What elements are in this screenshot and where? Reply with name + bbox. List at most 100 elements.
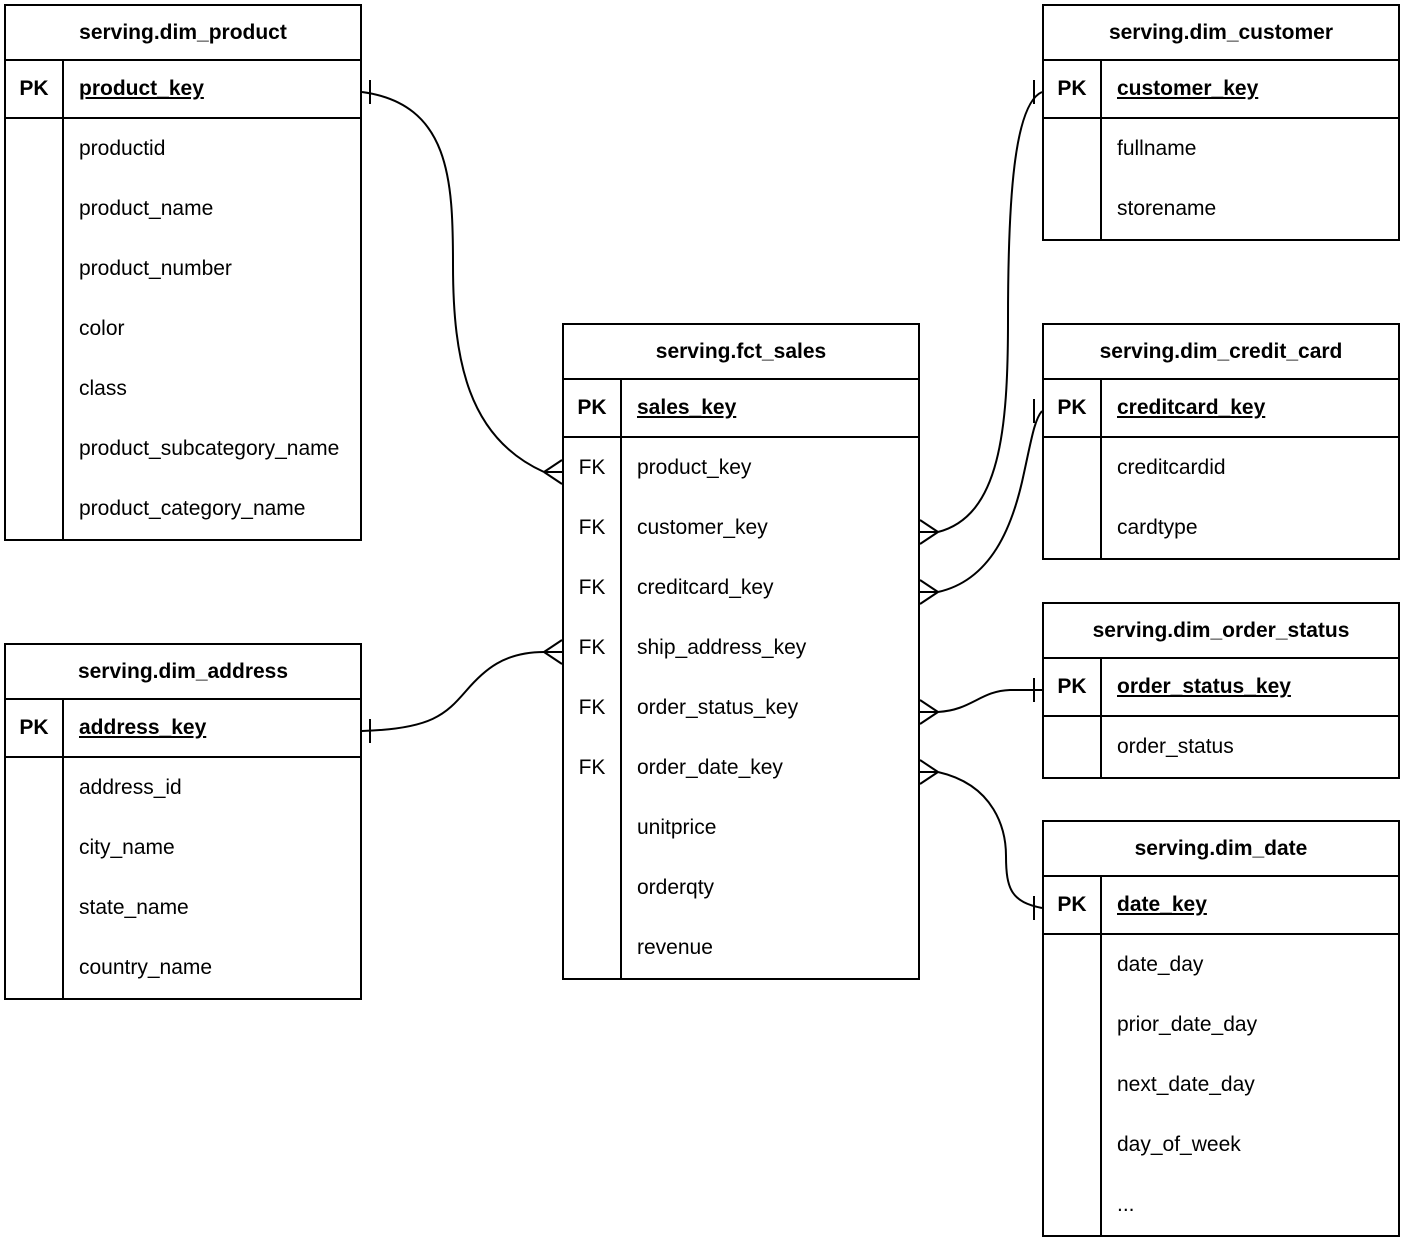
crow-foot-many-marker bbox=[919, 579, 939, 605]
table-title: serving.fct_sales bbox=[564, 325, 918, 380]
table-row: creditcardid bbox=[1044, 438, 1398, 498]
table-row: fullname bbox=[1044, 119, 1398, 179]
pk-field-name: date_key bbox=[1117, 892, 1207, 916]
field-name: city_name bbox=[79, 835, 175, 859]
key-label: FK bbox=[564, 678, 622, 738]
entity-table-dim-product: serving.dim_product PK product_key produ… bbox=[4, 4, 362, 541]
table-row: revenue bbox=[564, 918, 918, 978]
table-row: orderqty bbox=[564, 858, 918, 918]
relationship-line bbox=[937, 91, 1043, 533]
key-label bbox=[1044, 1175, 1102, 1235]
key-label bbox=[6, 878, 64, 938]
key-label bbox=[6, 419, 64, 479]
relationship-line bbox=[937, 771, 1043, 909]
relationship-line bbox=[361, 651, 545, 732]
field-name: product_key bbox=[637, 455, 752, 479]
pk-row: PK product_key bbox=[6, 61, 360, 119]
crow-foot-many-marker bbox=[543, 639, 563, 665]
pk-field-name: customer_key bbox=[1117, 76, 1259, 100]
field-name: prior_date_day bbox=[1117, 1012, 1258, 1036]
pk-label: PK bbox=[564, 380, 622, 436]
table-row: storename bbox=[1044, 179, 1398, 239]
table-row: unitprice bbox=[564, 798, 918, 858]
field-name: revenue bbox=[637, 935, 713, 959]
crow-foot-many-marker bbox=[919, 519, 939, 545]
pk-label: PK bbox=[6, 61, 64, 117]
table-row: date_day bbox=[1044, 935, 1398, 995]
field-list: date_day prior_date_day next_date_day da… bbox=[1044, 935, 1398, 1235]
pk-field-name: sales_key bbox=[637, 395, 737, 419]
field-name: product_name bbox=[79, 196, 214, 220]
key-label bbox=[6, 359, 64, 419]
key-label bbox=[1044, 119, 1102, 179]
key-label bbox=[1044, 1115, 1102, 1175]
table-row: state_name bbox=[6, 878, 360, 938]
field-list: FK product_key FK customer_key FK credit… bbox=[564, 438, 918, 978]
key-label bbox=[6, 299, 64, 359]
table-title: serving.dim_address bbox=[6, 645, 360, 700]
field-name: customer_key bbox=[637, 515, 768, 539]
table-title: serving.dim_product bbox=[6, 6, 360, 61]
table-title: serving.dim_customer bbox=[1044, 6, 1398, 61]
table-row: city_name bbox=[6, 818, 360, 878]
key-label bbox=[6, 479, 64, 539]
table-row: product_subcategory_name bbox=[6, 419, 360, 479]
table-row: day_of_week bbox=[1044, 1115, 1398, 1175]
pk-label: PK bbox=[6, 700, 64, 756]
key-label bbox=[564, 798, 622, 858]
field-name: day_of_week bbox=[1117, 1132, 1241, 1156]
key-label: FK bbox=[564, 738, 622, 798]
field-name: product_subcategory_name bbox=[79, 436, 340, 460]
table-row: FK order_date_key bbox=[564, 738, 918, 798]
field-name: product_category_name bbox=[79, 496, 306, 520]
table-title: serving.dim_order_status bbox=[1044, 604, 1398, 659]
field-name: storename bbox=[1117, 196, 1217, 220]
field-name: order_status bbox=[1117, 734, 1234, 758]
table-row: ... bbox=[1044, 1175, 1398, 1235]
key-label bbox=[1044, 717, 1102, 777]
field-name: cardtype bbox=[1117, 515, 1198, 539]
table-row: product_name bbox=[6, 179, 360, 239]
field-list: address_id city_name state_name country_… bbox=[6, 758, 360, 998]
table-row: country_name bbox=[6, 938, 360, 998]
table-row: next_date_day bbox=[1044, 1055, 1398, 1115]
field-name: state_name bbox=[79, 895, 189, 919]
field-name: productid bbox=[79, 136, 166, 160]
table-row: class bbox=[6, 359, 360, 419]
pk-row: PK sales_key bbox=[564, 380, 918, 438]
field-name: class bbox=[79, 376, 127, 400]
field-name: ship_address_key bbox=[637, 635, 807, 659]
key-label bbox=[1044, 438, 1102, 498]
field-name: color bbox=[79, 316, 125, 340]
table-row: FK product_key bbox=[564, 438, 918, 498]
field-name: next_date_day bbox=[1117, 1072, 1255, 1096]
key-label bbox=[6, 119, 64, 179]
crow-foot-many-marker bbox=[919, 759, 939, 785]
pk-row: PK customer_key bbox=[1044, 61, 1398, 119]
key-label: FK bbox=[564, 618, 622, 678]
table-row: FK customer_key bbox=[564, 498, 918, 558]
field-name: order_date_key bbox=[637, 755, 783, 779]
pk-field-name: product_key bbox=[79, 76, 204, 100]
field-name: fullname bbox=[1117, 136, 1197, 160]
entity-table-dim-credit-card: serving.dim_credit_card PK creditcard_ke… bbox=[1042, 323, 1400, 560]
key-label bbox=[6, 818, 64, 878]
field-name: order_status_key bbox=[637, 695, 799, 719]
key-label bbox=[1044, 1055, 1102, 1115]
field-name: address_id bbox=[79, 775, 182, 799]
pk-label: PK bbox=[1044, 877, 1102, 933]
field-name: creditcardid bbox=[1117, 455, 1226, 479]
table-row: product_category_name bbox=[6, 479, 360, 539]
field-name: product_number bbox=[79, 256, 232, 280]
key-label bbox=[1044, 995, 1102, 1055]
entity-table-dim-customer: serving.dim_customer PK customer_key ful… bbox=[1042, 4, 1400, 241]
relationship-line bbox=[361, 91, 545, 473]
field-name: creditcard_key bbox=[637, 575, 774, 599]
key-label bbox=[6, 239, 64, 299]
table-row: product_number bbox=[6, 239, 360, 299]
table-row: address_id bbox=[6, 758, 360, 818]
pk-row: PK date_key bbox=[1044, 877, 1398, 935]
entity-table-dim-address: serving.dim_address PK address_key addre… bbox=[4, 643, 362, 1000]
pk-field-name: address_key bbox=[79, 715, 207, 739]
field-name: ... bbox=[1117, 1192, 1135, 1216]
